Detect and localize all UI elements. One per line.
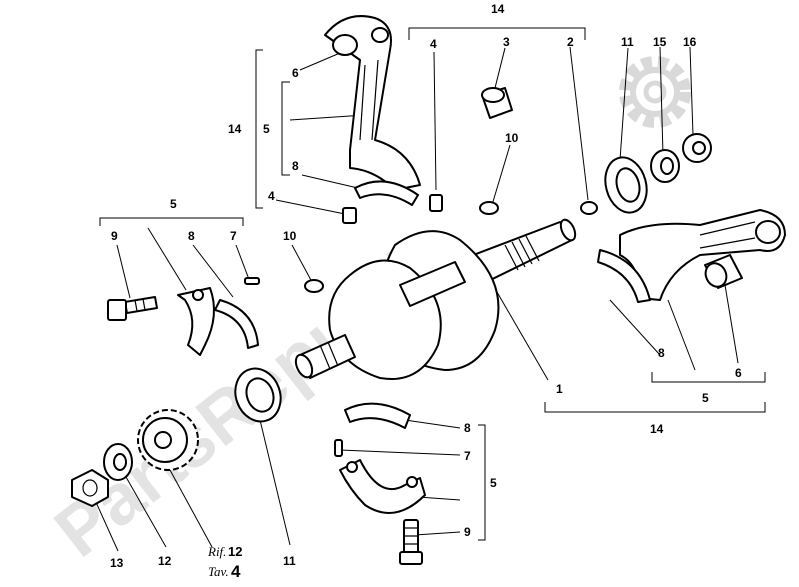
rif-value: 12 — [228, 544, 242, 559]
callout-15: 15 — [653, 35, 667, 49]
pin-2 — [580, 201, 598, 215]
callout-11-bottom: 11 — [283, 554, 296, 568]
timing-gear — [137, 409, 199, 471]
callout-3: 3 — [503, 35, 510, 49]
bushing-3 — [481, 87, 513, 119]
rod-cap-left — [177, 287, 215, 356]
callout-8-bottom: 8 — [464, 421, 471, 435]
watermark-gear-icon — [619, 56, 691, 128]
callout-13: 13 — [110, 556, 124, 570]
callout-1: 1 — [556, 382, 563, 396]
connecting-rod-right — [597, 209, 786, 303]
callout-5-left: 5 — [263, 122, 270, 136]
callout-8-left: 8 — [188, 229, 195, 243]
callout-11-top: 11 — [621, 35, 634, 49]
group-brackets — [99, 27, 766, 541]
callout-16: 16 — [683, 35, 697, 49]
tav-value: 4 — [231, 562, 241, 581]
bearing-shell-8-bottom — [344, 402, 411, 429]
key-10-top — [479, 201, 499, 215]
dowel-4-mid — [342, 207, 357, 224]
pin-7-bottom — [334, 439, 343, 457]
callout-14-top: 14 — [491, 2, 505, 16]
leader-lines — [94, 46, 739, 552]
connecting-rod-top — [324, 15, 421, 206]
nut-16 — [682, 133, 712, 163]
callout-5-group: 5 — [170, 197, 177, 211]
ring-15 — [650, 149, 680, 183]
nut-13 — [71, 469, 109, 507]
callout-10-mid: 10 — [505, 131, 519, 145]
callout-12: 12 — [158, 554, 172, 568]
thrust-washer-11-bottom — [234, 367, 282, 423]
callout-6-top: 6 — [292, 66, 299, 80]
tav-label: Tav. — [208, 564, 229, 579]
callout-7-bottom: 7 — [464, 449, 471, 463]
rif-label: Rif. — [207, 544, 226, 559]
callout-labels: 14 4 3 2 11 15 16 6 14 5 8 4 10 5 9 8 7 … — [110, 2, 742, 570]
callout-8-right: 8 — [658, 346, 665, 360]
callout-4-top: 4 — [430, 37, 437, 51]
dowel-4-top — [429, 194, 443, 212]
callout-8-top: 8 — [292, 159, 299, 173]
crankshaft — [294, 218, 577, 380]
callout-5-bottom: 5 — [490, 476, 497, 490]
callout-4-mid: 4 — [268, 189, 275, 203]
rod-cap-bottom — [339, 459, 426, 514]
callout-5-right: 5 — [702, 391, 709, 405]
callout-9-left: 9 — [111, 229, 118, 243]
bolt-9-left — [107, 296, 158, 321]
callout-6-right: 6 — [735, 366, 742, 380]
thrust-washer-11-top — [604, 156, 648, 214]
callout-14-left: 14 — [228, 122, 242, 136]
reference-block: Rif. 12 Tav. 4 — [207, 544, 242, 581]
pin-7-left — [244, 277, 260, 285]
callout-2: 2 — [567, 35, 574, 49]
key-10-left — [304, 279, 324, 293]
callout-14-right: 14 — [650, 422, 664, 436]
callout-9-bottom: 9 — [464, 525, 471, 539]
bearing-shell-8-left — [214, 299, 259, 349]
callout-7-left: 7 — [230, 229, 237, 243]
bolt-9-bottom — [399, 519, 423, 565]
washer-12 — [103, 443, 133, 481]
callout-10-left: 10 — [283, 229, 297, 243]
